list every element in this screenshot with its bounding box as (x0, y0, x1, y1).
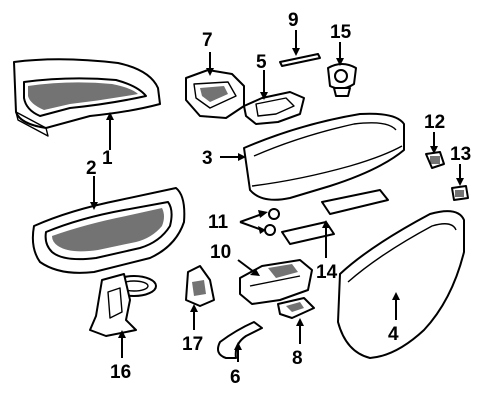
callout-13: 13 (450, 144, 471, 165)
part-4-door-panel (337, 210, 465, 359)
part-15-latch (327, 63, 357, 97)
part-10-latch-assembly (239, 259, 313, 305)
part-11-screws (264, 208, 280, 236)
part-2-lower-bin (31, 187, 186, 274)
part-14-trim-strips (281, 189, 389, 245)
callout-labels: 1 2 3 4 5 6 7 8 9 10 11 12 13 14 15 16 1… (86, 10, 471, 388)
part-12-clip (425, 151, 445, 169)
callout-12: 12 (424, 112, 445, 133)
part-1-upper-bin (13, 58, 161, 137)
part-8-bracket (277, 297, 315, 319)
part-6-hook (217, 321, 263, 359)
callout-16: 16 (110, 362, 131, 383)
part-3-door (243, 112, 405, 201)
part-9-rod (279, 53, 321, 67)
callout-8: 8 (292, 348, 303, 369)
part-7-hinge-bracket (185, 69, 245, 119)
part-17-bracket (185, 265, 215, 307)
part-5-bracket (243, 91, 305, 125)
callout-4: 4 (388, 324, 399, 345)
callout-5: 5 (256, 52, 267, 73)
callout-2: 2 (86, 158, 97, 179)
callout-17: 17 (182, 334, 203, 355)
callout-9: 9 (288, 10, 299, 31)
callout-7: 7 (202, 30, 213, 51)
callout-11: 11 (208, 212, 229, 233)
callout-1: 1 (102, 148, 113, 169)
leader-lines (90, 30, 464, 362)
callout-15: 15 (330, 22, 352, 43)
part-16-bracket (89, 273, 157, 337)
callout-10: 10 (210, 242, 231, 263)
part-13-clip (451, 185, 469, 201)
callout-6: 6 (230, 367, 241, 388)
callout-14: 14 (316, 262, 338, 283)
callout-3: 3 (202, 148, 213, 169)
